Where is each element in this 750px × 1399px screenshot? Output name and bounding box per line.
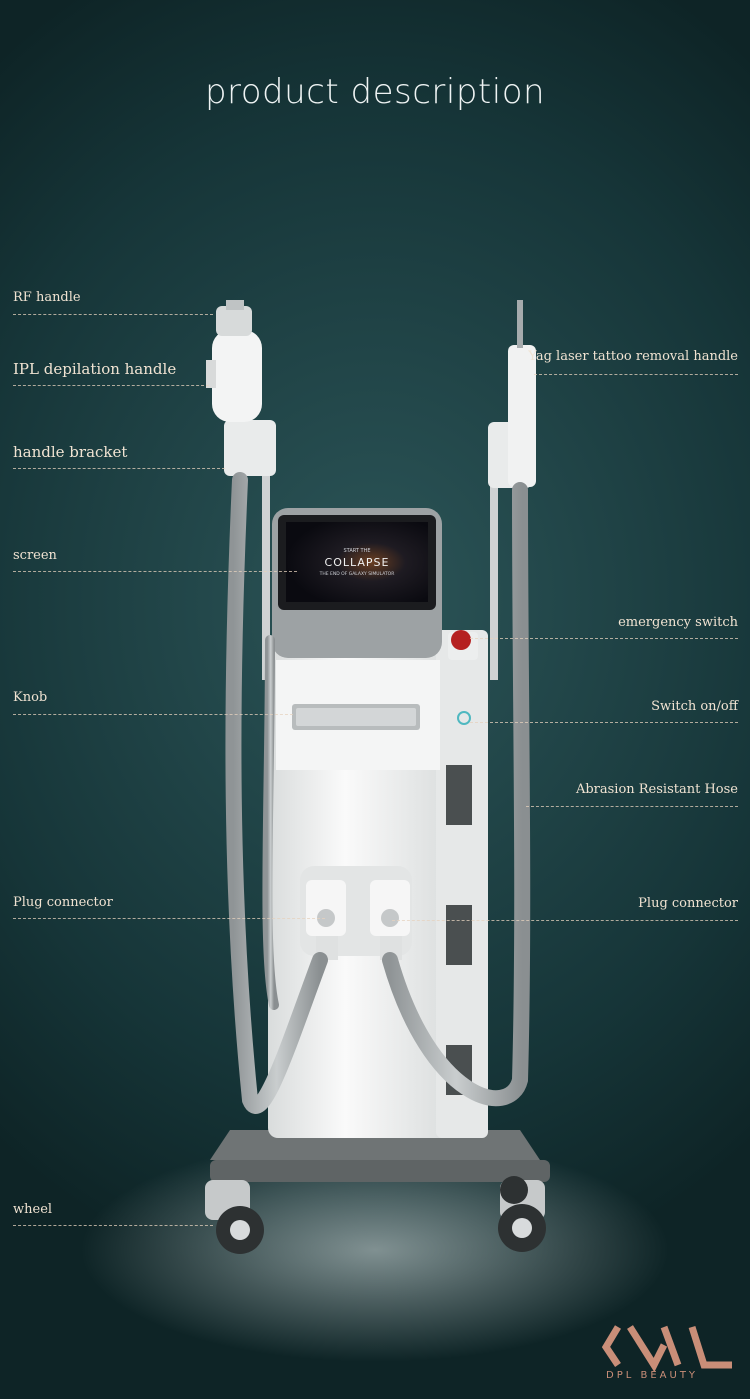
leader-rf-handle: [13, 314, 213, 315]
wheel-right: [498, 1176, 546, 1252]
leader-knob: [13, 714, 293, 715]
label-knob: Knob: [13, 690, 48, 705]
base-bar: [210, 1160, 550, 1182]
screen-text-3: THE END OF GALAXY SIMULATOR: [319, 571, 395, 577]
ipl-handle: [212, 330, 262, 422]
hose-left: [225, 472, 328, 1114]
label-rf-handle: RF handle: [13, 290, 81, 305]
side-panel: [436, 630, 488, 1138]
label-plug-connector-left: Plug connector: [13, 895, 113, 910]
leader-emergency-switch: [470, 638, 738, 639]
left-bracket: [224, 420, 276, 476]
screen-display: [286, 522, 428, 602]
vents: [446, 765, 472, 1095]
label-plug-connector-right: Plug connector: [638, 896, 738, 911]
brand-logo-icon: [601, 1325, 732, 1373]
label-emergency-switch: emergency switch: [618, 615, 738, 630]
leader-hose: [526, 806, 738, 807]
leader-screen: [13, 571, 297, 572]
brand-name: DPL BEAUTY: [606, 1370, 699, 1381]
label-switch: Switch on/off: [651, 699, 738, 714]
wheel-left: [205, 1180, 264, 1254]
rf-handle: [216, 306, 252, 336]
leader-handle-bracket: [13, 468, 225, 469]
label-ipl-handle: IPL depilation handle: [13, 360, 177, 378]
leader-yag-handle: [534, 374, 738, 375]
leader-wheel: [13, 1225, 213, 1226]
page-title: product description: [204, 72, 546, 112]
label-yag-handle: Yag laser tattoo removal handle: [528, 349, 738, 364]
label-screen: screen: [13, 548, 57, 563]
emergency-button: [451, 630, 471, 650]
screen-text-1: START THE: [344, 548, 371, 554]
leader-plug-left: [13, 918, 325, 919]
label-handle-bracket: handle bracket: [13, 443, 128, 461]
hose-right: [382, 482, 531, 1107]
yag-handle: [508, 345, 536, 487]
label-wheel: wheel: [13, 1202, 53, 1217]
leader-switch: [470, 722, 738, 723]
label-hose: Abrasion Resistant Hose: [575, 782, 738, 797]
leader-plug-right: [392, 920, 738, 921]
screen-text-2: COLLAPSE: [325, 556, 390, 569]
power-switch: [457, 711, 471, 725]
leader-ipl-handle: [13, 385, 209, 386]
